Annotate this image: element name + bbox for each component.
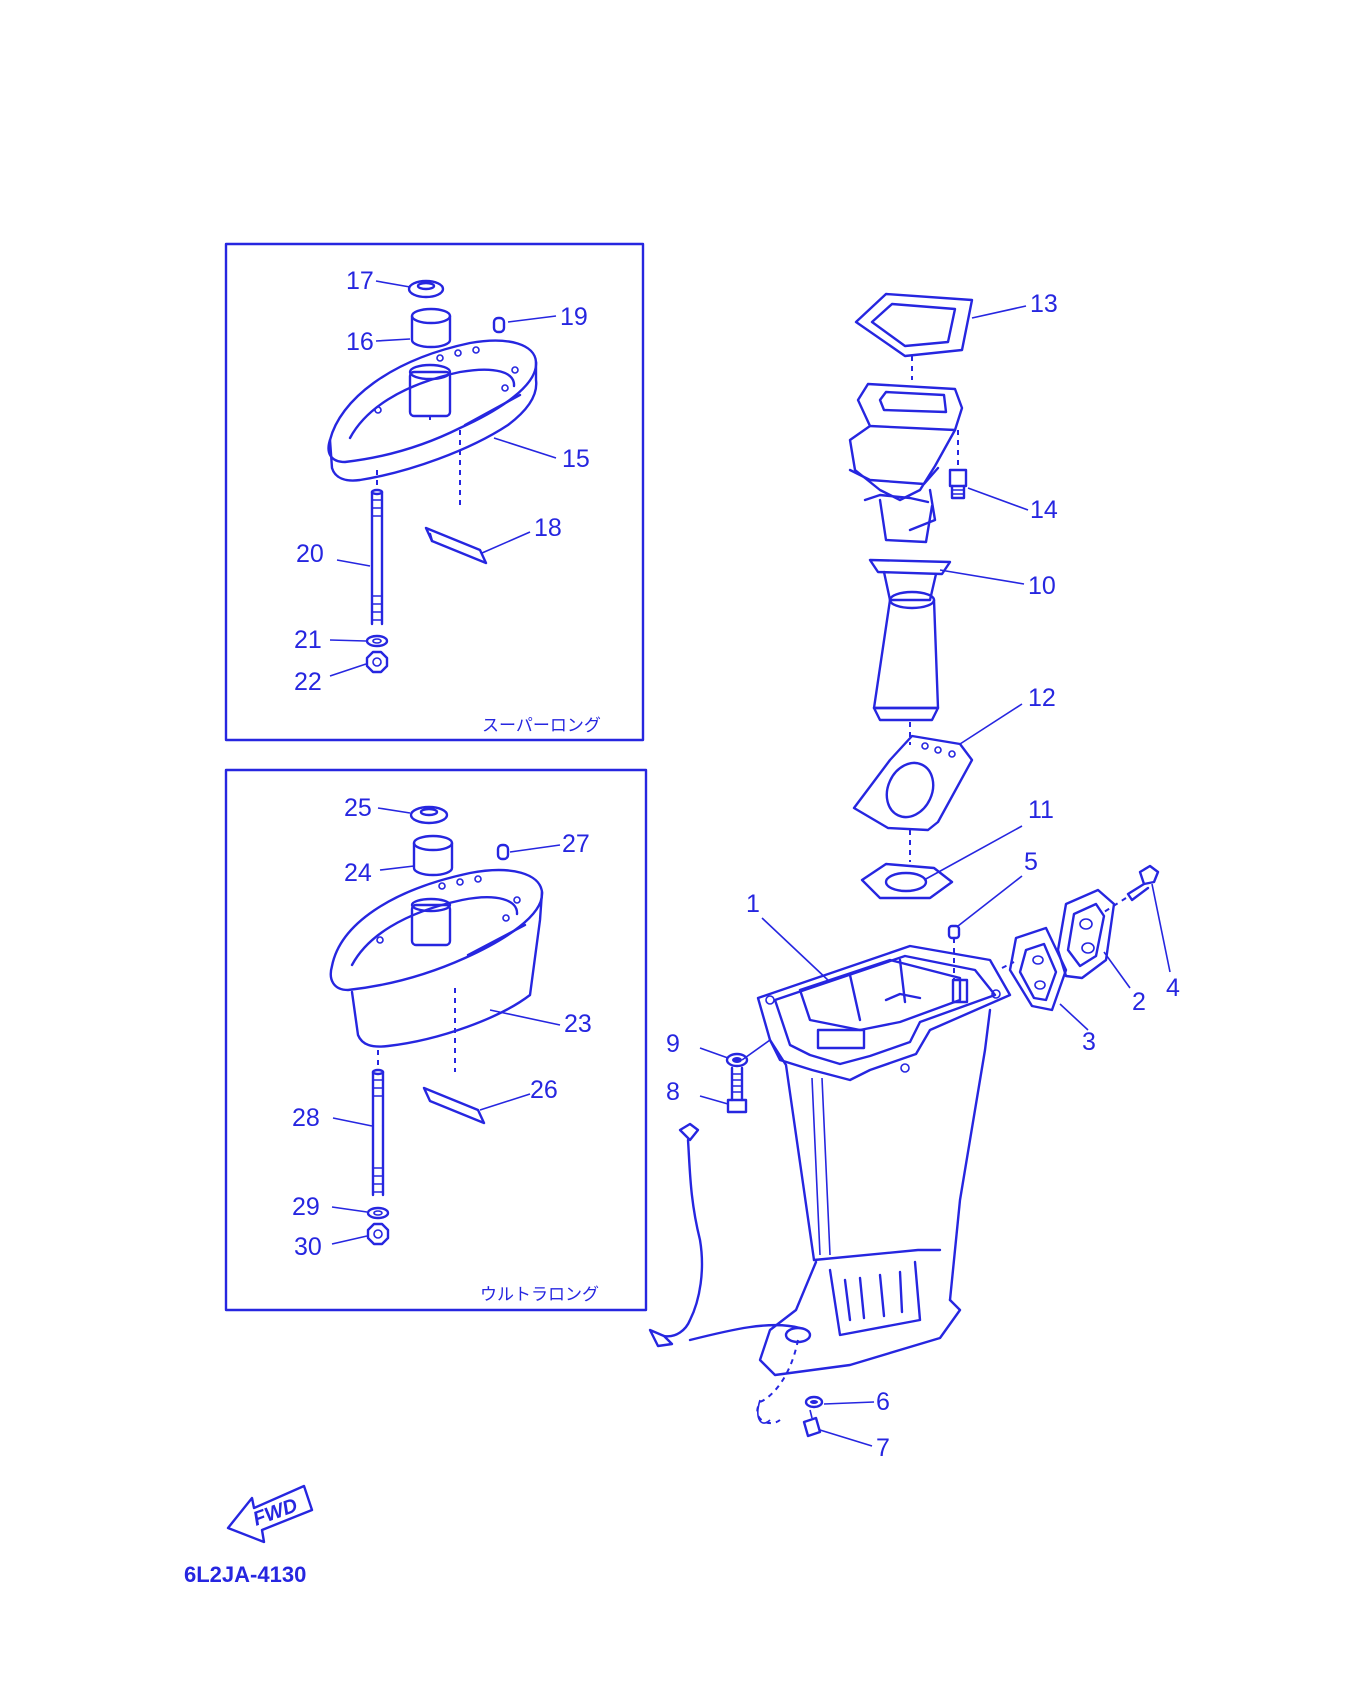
inset-frame-ultra-long [224,768,648,1312]
leaders-main [699,305,1171,1447]
part-15-upper-casing [327,339,538,482]
callout-28: 28 [292,1104,320,1132]
part-8-bolt [726,1039,771,1114]
callout-21: 21 [294,626,322,654]
callout-7: 7 [876,1434,890,1462]
callout-29: 29 [292,1193,320,1221]
callout-30: 30 [294,1233,322,1261]
part-26-rubber-damper [422,1086,486,1125]
callout-26: 26 [530,1076,558,1104]
callout-25: 25 [344,794,372,822]
callout-3: 3 [1082,1028,1096,1056]
callout-1: 1 [746,890,760,918]
part-12-plate [852,734,974,832]
leaders-ultra-long [331,807,561,1245]
callout-15: 15 [562,445,590,473]
part-11-gasket [860,862,954,900]
part-22-nut [365,650,389,674]
part-9-washer [725,1052,749,1068]
part-17-seal [407,279,445,299]
ground-lead-wire [648,1122,802,1425]
part-16-bushing [410,307,452,349]
leaders-super-long [329,280,557,677]
fwd-arrow: FWD [226,1484,314,1544]
part-28-stud-bolt [371,1068,385,1197]
callout-10: 10 [1028,572,1056,600]
part-19-dowel [492,316,506,334]
inset-frame-super-long [224,242,645,742]
part-29-washer [366,1206,390,1220]
part-5-dowel [947,924,961,980]
inset-ultra-long: 25 24 27 23 26 28 29 30 ウルトラロング [224,768,648,1312]
part-2-cover [1056,888,1116,980]
callout-13: 13 [1030,290,1058,318]
callout-14: 14 [1030,496,1058,524]
callout-19: 19 [560,303,588,331]
callout-8: 8 [666,1078,680,1106]
callout-12: 12 [1028,684,1056,712]
callout-17: 17 [346,267,374,295]
part-18-rubber-damper [424,526,488,565]
part-20-stud-bolt [370,488,384,626]
part-1-lower-casing [756,944,1012,1377]
part-24-bushing [412,834,454,877]
callout-24: 24 [344,859,372,887]
part-23-upper-casing [329,868,544,1048]
part-4-screw [1103,864,1160,913]
part-27-dowel [496,843,510,861]
inset-super-long: 17 16 19 15 18 20 21 22 スーパーロング [224,242,645,742]
callout-11: 11 [1028,796,1054,824]
callout-2: 2 [1132,988,1146,1016]
part-25-seal [409,805,449,825]
part-3-gasket [1001,926,1068,1012]
callout-20: 20 [296,540,324,568]
part-7-bolt [802,1409,822,1438]
callout-5: 5 [1024,848,1038,876]
caption-ultra-long: ウルトラロング [480,1285,599,1305]
diagram-code: 6L2JA-4130 [184,1562,306,1587]
callout-16: 16 [346,328,374,356]
part-30-nut [366,1222,390,1246]
callout-4: 4 [1166,974,1180,1002]
caption-super-long: スーパーロング [482,716,601,736]
callout-27: 27 [562,830,590,858]
callout-9: 9 [666,1030,680,1058]
part-6-washer [804,1395,824,1409]
callout-18: 18 [534,514,562,542]
part-14-bolt [948,430,968,500]
part-13-gasket [854,292,974,358]
callout-23: 23 [564,1010,592,1038]
main-assembly: 13 14 10 12 11 5 1 2 3 4 9 8 6 7 [648,290,1180,1462]
part-21-washer [365,634,389,648]
callout-22: 22 [294,668,322,696]
callout-6: 6 [876,1388,890,1416]
part-10-exhaust-guide [848,382,964,722]
